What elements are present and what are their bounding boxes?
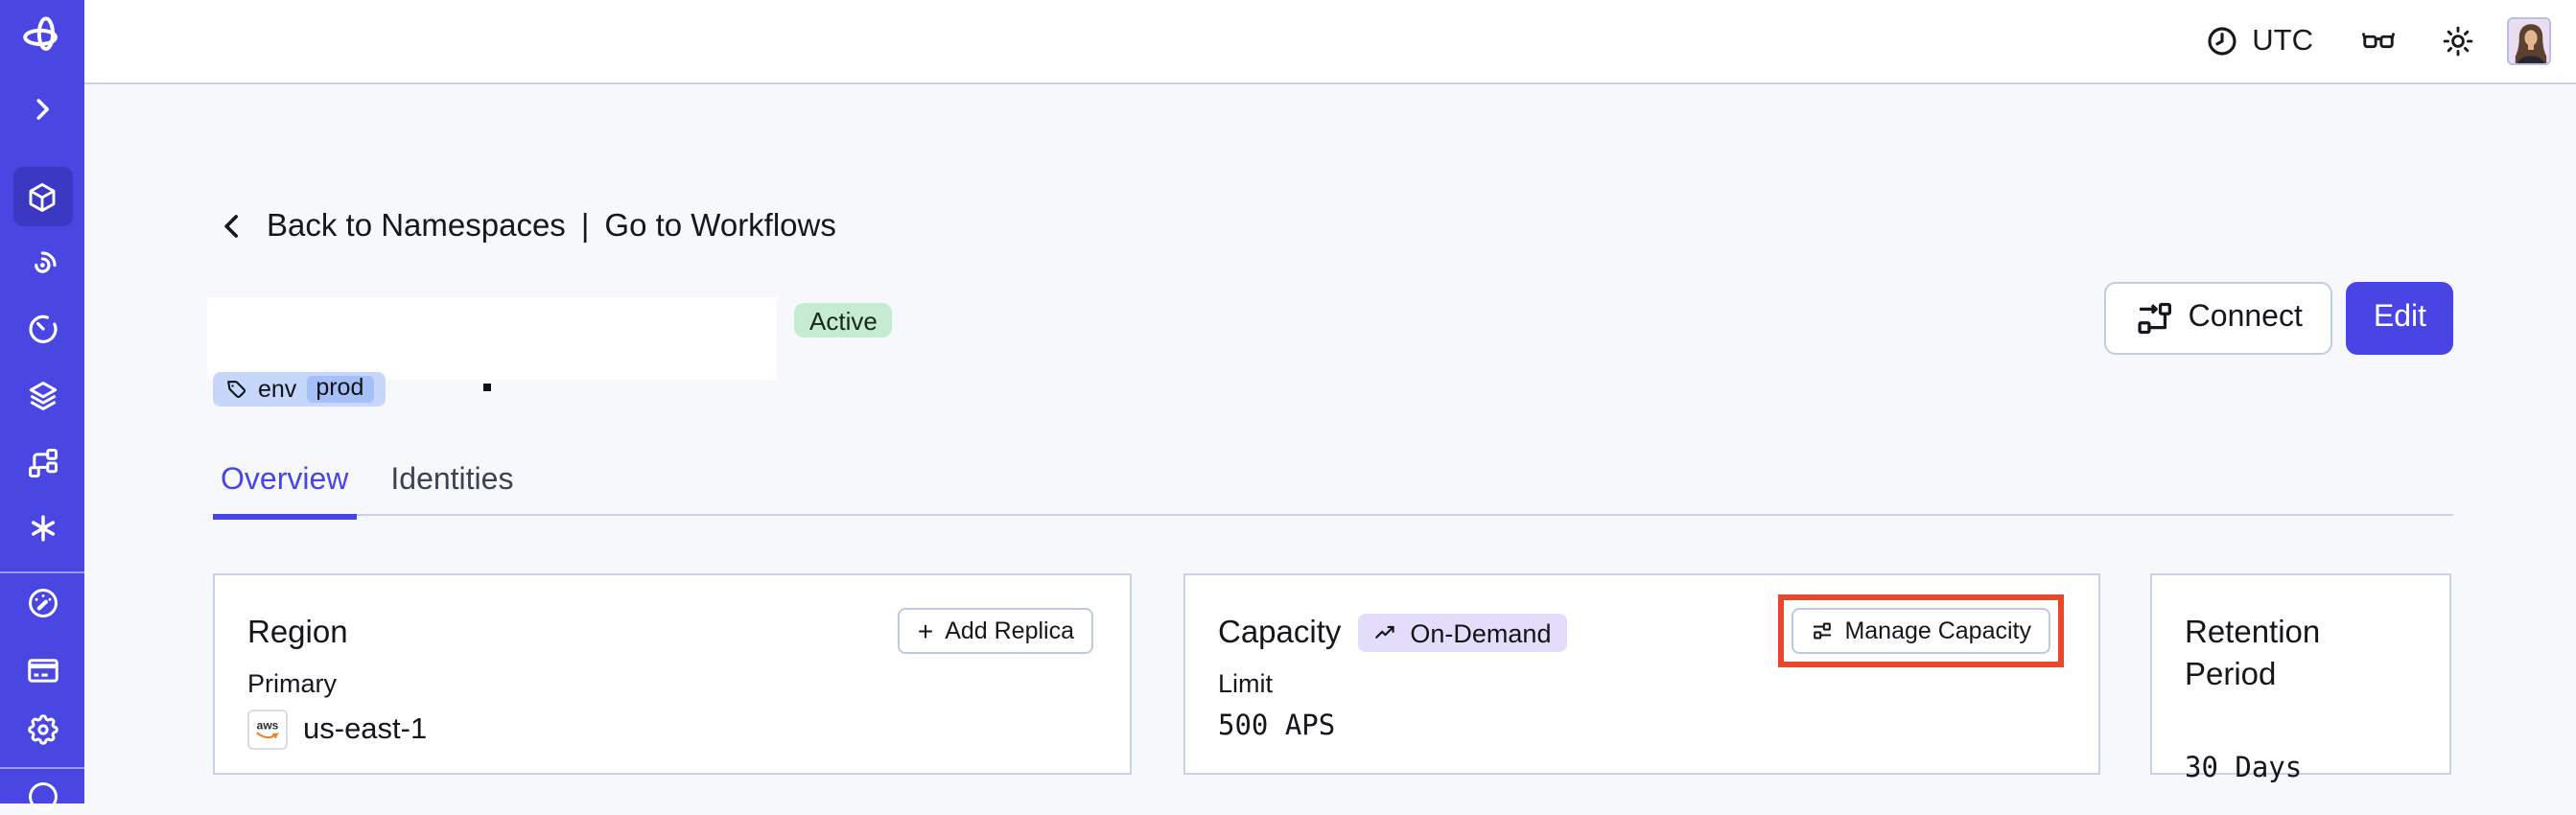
overview-cards: Region + Add Replica Primary aws (213, 573, 2451, 784)
theme-toggle-button[interactable] (2440, 23, 2476, 59)
manage-capacity-wrap: Manage Capacity (1777, 594, 2064, 666)
sliders-icon (1813, 622, 1831, 639)
sidebar-item-nexus[interactable] (0, 510, 84, 547)
workflows-spiral-icon (34, 251, 56, 273)
capacity-card-title: Capacity (1218, 616, 1342, 650)
namespace-actions: Connect Edit (2103, 282, 2453, 354)
back-chevron-icon[interactable] (213, 207, 251, 245)
usage-gauge-icon (28, 589, 57, 617)
manage-capacity-label: Manage Capacity (1844, 617, 2031, 644)
aws-provider-icon: aws (247, 710, 288, 750)
tag-key: env (258, 375, 297, 403)
sidebar-divider (0, 767, 84, 769)
namespace-tag: env prod (213, 372, 386, 406)
tag-value: prod (306, 375, 374, 403)
region-card-title: Region (247, 616, 348, 650)
on-demand-label: On-Demand (1410, 618, 1552, 647)
namespaces-cube-icon (29, 182, 56, 211)
glasses-icon (2362, 33, 2395, 49)
avatar-photo (2509, 19, 2549, 63)
timezone-label: UTC (2252, 24, 2313, 57)
sidebar-expand-chevron-right-icon[interactable] (0, 92, 84, 127)
deployments-stack-icon (28, 382, 57, 410)
schedules-timer-icon (28, 314, 57, 343)
retention-value: 30 Days (2185, 754, 2303, 784)
settings-gear-icon (27, 714, 58, 745)
tab-bar: Overview Identities (213, 464, 521, 520)
namespace-name-redacted (207, 297, 777, 380)
region-value: us-east-1 (303, 712, 428, 745)
status-badge: Active (794, 303, 893, 338)
on-demand-badge: On-Demand (1358, 614, 1567, 652)
sidebar-item-schedules[interactable] (0, 311, 84, 347)
connect-flow-icon (2138, 302, 2171, 334)
sidebar-item-bottom-partial[interactable] (0, 779, 84, 815)
sidebar-item-namespaces[interactable] (12, 167, 72, 226)
sidebar-divider (0, 571, 84, 573)
sidebar-item-settings[interactable] (0, 711, 84, 748)
region-value-row: aws us-east-1 (247, 710, 1097, 750)
breadcrumb-separator: | (580, 208, 590, 243)
sidebar-item-batch-operations[interactable] (0, 445, 84, 481)
labs-toggle-button[interactable] (2357, 23, 2400, 59)
nexus-asterisk-icon (30, 515, 55, 542)
top-bar: UTC (84, 0, 2576, 84)
sun-icon (2443, 26, 2473, 57)
sidebar-item-deployments[interactable] (0, 378, 84, 414)
limit-label: Limit (1218, 669, 1274, 698)
billing-card-icon (27, 659, 58, 683)
timezone-selector[interactable]: UTC (2204, 23, 2313, 59)
temporal-logo-icon[interactable] (0, 12, 84, 59)
clock-icon (2208, 27, 2236, 56)
connect-button[interactable]: Connect (2103, 282, 2333, 354)
manage-capacity-button[interactable]: Manage Capacity (1791, 608, 2050, 653)
tag-icon (227, 380, 246, 397)
sidebar-item-workflows[interactable] (0, 245, 84, 282)
plus-icon: + (917, 615, 934, 646)
tab-identities[interactable]: Identities (383, 464, 521, 520)
retention-card-title: Retention Period (2185, 616, 2321, 692)
breadcrumb-back-to-namespaces[interactable]: Back to Namespaces (267, 208, 566, 243)
breadcrumb-go-to-workflows[interactable]: Go to Workflows (604, 208, 836, 243)
bottom-partial-circle-icon (28, 782, 57, 811)
trending-up-icon (1375, 624, 1395, 638)
edit-button[interactable]: Edit (2346, 282, 2453, 354)
sidebar (0, 0, 84, 811)
sidebar-item-billing[interactable] (0, 652, 84, 688)
main-content: Back to Namespaces | Go to Workflows Act… (84, 84, 2576, 803)
region-card: Region + Add Replica Primary aws (213, 573, 1132, 775)
retention-card: Retention Period 30 Days (2150, 573, 2451, 784)
add-replica-label: Add Replica (945, 617, 1074, 644)
capacity-value: 500 APS (1218, 711, 1336, 742)
edit-button-label: Edit (2373, 300, 2426, 334)
connect-button-label: Connect (2188, 300, 2303, 334)
add-replica-button[interactable]: + Add Replica (898, 608, 1093, 653)
tab-track-line (213, 514, 2453, 516)
svg-text:aws: aws (257, 718, 279, 732)
primary-label: Primary (247, 669, 337, 698)
batch-operations-icon (28, 449, 57, 477)
breadcrumb: Back to Namespaces | Go to Workflows (213, 207, 836, 245)
user-avatar[interactable] (2507, 17, 2551, 65)
sidebar-item-usage[interactable] (0, 585, 84, 621)
capacity-card: Capacity On-Demand (1183, 573, 2100, 775)
redaction-artifact (483, 384, 490, 390)
tab-overview[interactable]: Overview (213, 464, 357, 520)
